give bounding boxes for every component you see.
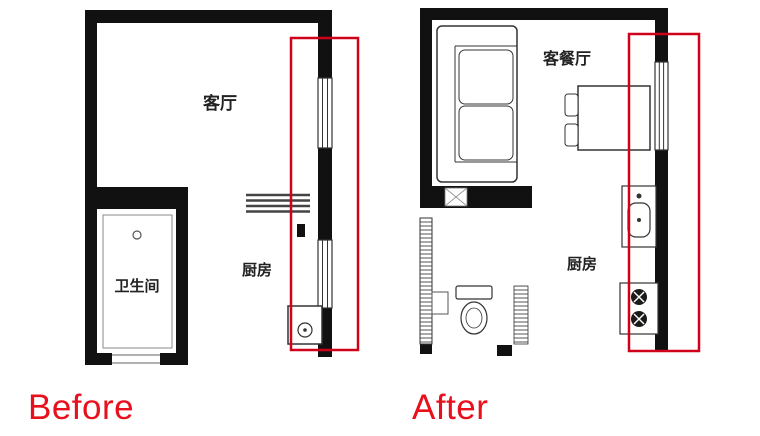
shelf-icon [246, 193, 310, 213]
room-label-kitchen: 厨房 [242, 261, 272, 279]
window-icon [317, 77, 333, 149]
sofa-icon [436, 25, 518, 183]
shower-tray-icon [102, 214, 173, 349]
after-walls [420, 8, 668, 356]
room-label-living-dining: 客餐厅 [543, 49, 591, 68]
stove-icon [619, 282, 659, 335]
before-caption: Before [28, 388, 135, 427]
after-floorplan: 客餐厅 厨房 [419, 8, 701, 356]
after-caption: After [412, 388, 489, 427]
room-label-bathroom: 卫生间 [114, 277, 159, 295]
highlight-box [289, 36, 360, 352]
toilet-icon [455, 285, 493, 335]
partition-icon [513, 285, 529, 345]
window-icon [317, 239, 333, 309]
appliance-icon [287, 305, 323, 345]
before-floorplan: 客厅 卫生间 厨房 [85, 10, 360, 365]
highlight-box [627, 32, 701, 353]
column-icon [444, 187, 468, 207]
window-icon [654, 61, 669, 151]
window-icon [419, 217, 433, 345]
bathroom-door-icon [112, 354, 160, 364]
dining-table-icon [564, 85, 651, 151]
sink-icon [621, 185, 657, 248]
shelf-icon [431, 291, 449, 315]
room-label-living: 客厅 [202, 93, 237, 114]
before-walls [85, 10, 332, 365]
room-label-kitchen: 厨房 [567, 255, 597, 273]
